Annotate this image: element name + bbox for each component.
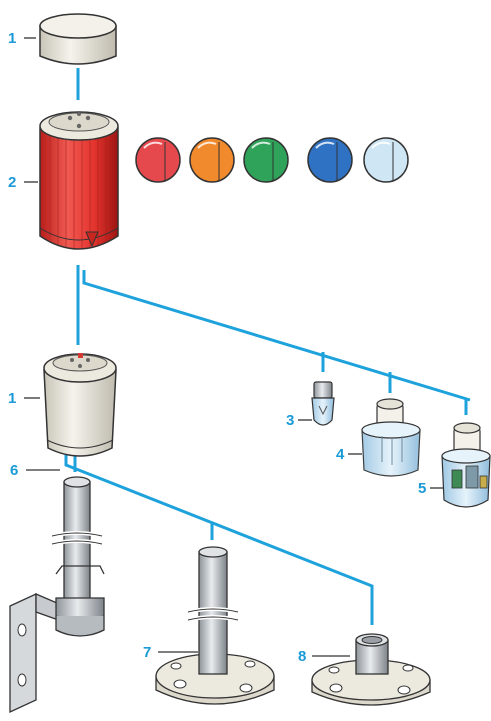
- callout-cap-top: 1: [8, 30, 17, 47]
- lens-color-variants: [135, 137, 409, 183]
- callout-light-unit: 2: [8, 174, 17, 191]
- connector-light-to-modules: [82, 270, 471, 402]
- cap-top-component: [39, 13, 117, 65]
- connector-lines: [64, 68, 471, 625]
- callout-led-module-a: 4: [336, 446, 345, 463]
- led-module-a-component: [361, 398, 421, 477]
- callout-base-unit: 1: [8, 390, 17, 407]
- callout-leaders: [24, 37, 444, 657]
- tube-mount-component: [155, 546, 275, 705]
- lens-green: [243, 137, 289, 183]
- lens-blue: [307, 137, 353, 183]
- bulb-component: [311, 381, 335, 426]
- light-unit-component: [39, 111, 119, 250]
- connector-base-to-mounts: [64, 453, 374, 625]
- bracket-mount-component: [9, 476, 105, 714]
- lens-red: [135, 137, 181, 183]
- led-module-b-component: [441, 422, 491, 508]
- lens-orange: [189, 137, 235, 183]
- base-unit-component: [43, 353, 117, 457]
- lens-clear: [363, 137, 409, 183]
- callout-bulb: 3: [286, 412, 295, 429]
- base-mount-component: [311, 633, 431, 706]
- callout-base-mount: 8: [298, 648, 307, 665]
- callout-bracket-mount: 6: [10, 462, 19, 479]
- callout-tube-mount: 7: [143, 644, 152, 661]
- callout-led-module-b: 5: [418, 480, 427, 497]
